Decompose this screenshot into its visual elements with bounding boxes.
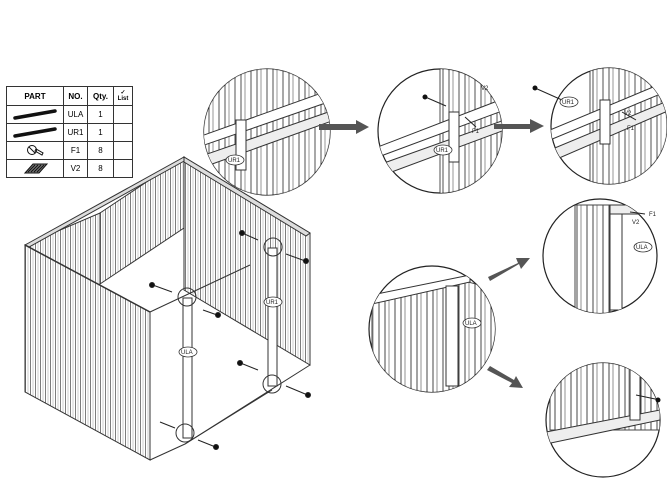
table-row: ULA 1 bbox=[6, 105, 133, 124]
detail-2-ur1: UR1 bbox=[436, 148, 449, 154]
floor-rail bbox=[149, 364, 311, 461]
shed-front-top-rim bbox=[24, 244, 151, 313]
detail-1: UR1 bbox=[203, 68, 331, 196]
header-check: ✓ List bbox=[113, 86, 133, 106]
check-mark: ✓ bbox=[120, 90, 126, 96]
label-ula-main: ULA bbox=[178, 346, 198, 358]
detail-3-f1: F1 bbox=[627, 126, 635, 132]
check-list: List bbox=[117, 96, 129, 102]
detail-4-f1: F1 bbox=[649, 212, 657, 218]
door-posts bbox=[182, 247, 278, 439]
arrow-right-icon bbox=[319, 120, 369, 134]
detail-2-v2: V2 bbox=[481, 86, 489, 92]
table-row: V2 8 bbox=[6, 159, 133, 178]
detail-5: ULA bbox=[368, 265, 496, 393]
label-ur1-text: UR1 bbox=[266, 300, 279, 306]
post-ur1 bbox=[267, 247, 278, 387]
detail-1-label: UR1 bbox=[228, 158, 241, 164]
arrow-right-icon bbox=[494, 119, 544, 133]
post-circles bbox=[175, 237, 283, 443]
screws-main bbox=[149, 230, 311, 450]
detail-4-ula: ULA bbox=[636, 245, 648, 251]
door-threshold bbox=[184, 389, 273, 445]
detail-6 bbox=[545, 362, 661, 478]
detail-4: ULA V2 F1 bbox=[542, 198, 658, 314]
post-ula bbox=[182, 297, 193, 439]
detail-3-v2: V2 bbox=[624, 111, 632, 117]
detail-4-v2: V2 bbox=[632, 220, 640, 226]
part-check bbox=[113, 159, 133, 178]
table-row: F1 8 bbox=[6, 141, 133, 160]
flow-arrows bbox=[319, 119, 544, 388]
shed-back-wall bbox=[99, 156, 185, 285]
label-ula-text: ULA bbox=[181, 350, 193, 356]
arrow-up-right-icon bbox=[488, 258, 530, 281]
label-ur1-main: UR1 bbox=[263, 296, 283, 308]
parts-table: PART NO. Qty. ✓ List ULA 1 UR1 1 F1 8 bbox=[6, 86, 133, 178]
detail-3-ur1: UR1 bbox=[562, 100, 575, 106]
parts-table-header: PART NO. Qty. ✓ List bbox=[6, 86, 133, 106]
shed-frame bbox=[23, 156, 311, 461]
detail-2-f1: F1 bbox=[472, 129, 480, 135]
long-rod-icon bbox=[6, 123, 64, 142]
detail-2: UR1 V2 F1 bbox=[377, 68, 503, 194]
detail-5-ula: ULA bbox=[465, 321, 477, 327]
washer-icon bbox=[6, 159, 64, 178]
detail-3: UR1 V2 F1 bbox=[532, 67, 667, 185]
arrow-down-right-icon bbox=[487, 366, 523, 388]
shed-top-rim-right bbox=[183, 156, 311, 237]
door-header bbox=[149, 264, 251, 313]
